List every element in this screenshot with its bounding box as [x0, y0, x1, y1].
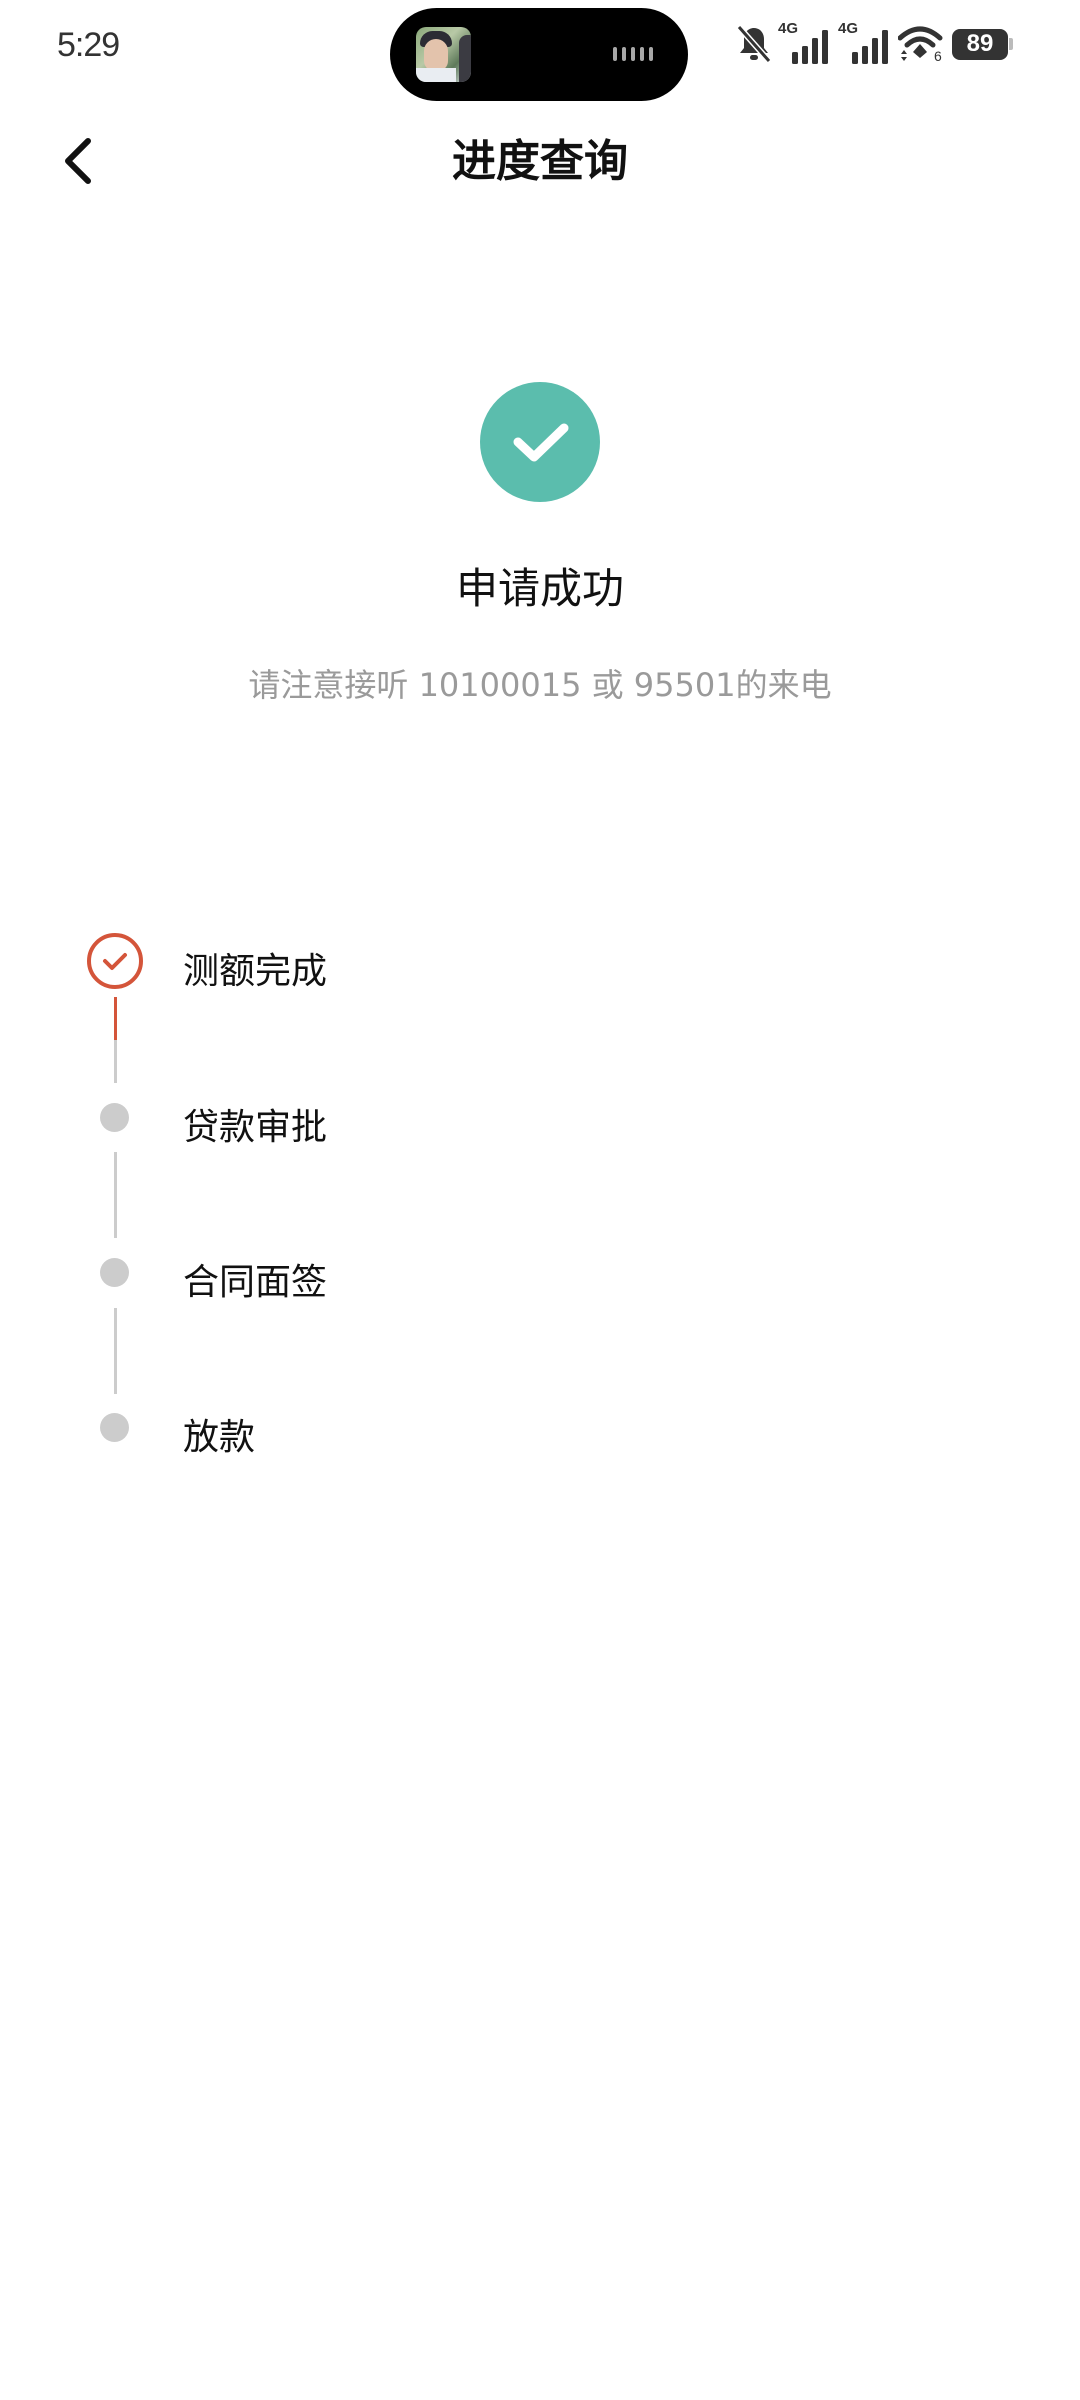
signal-4g-icon: 4G — [778, 20, 832, 66]
back-button[interactable] — [58, 136, 98, 186]
step-label: 放款 — [183, 1417, 256, 1458]
check-icon — [513, 423, 569, 462]
audio-bars-icon — [613, 47, 653, 61]
step-label: 贷款审批 — [183, 1107, 328, 1148]
step-label: 合同面签 — [183, 1262, 328, 1303]
media-thumbnail[interactable] — [416, 27, 471, 82]
bell-muted-icon — [736, 25, 772, 63]
chevron-left-icon — [65, 138, 91, 184]
dynamic-island[interactable] — [390, 8, 688, 101]
result-subtitle: 请注意接听 10100015 或 95501的来电 — [248, 666, 832, 704]
timeline-connector — [114, 1308, 117, 1394]
system-status-icons: 4G 4G 6 89 — [736, 20, 1013, 66]
wifi-icon: 6 — [897, 22, 946, 66]
status-time: 5:29 — [57, 26, 120, 64]
battery-icon: 89 — [952, 28, 1013, 60]
wifi-standard-label: 6 — [934, 48, 942, 64]
battery-level: 89 — [952, 28, 1008, 60]
check-icon — [103, 953, 127, 970]
timeline-connector — [114, 1152, 117, 1238]
timeline-connector-active — [114, 997, 117, 1040]
network-type-label: 4G — [778, 20, 799, 37]
success-icon — [480, 382, 600, 502]
timeline-connector — [114, 1040, 117, 1083]
step-pending-dot — [100, 1258, 129, 1287]
step-pending-dot — [100, 1413, 129, 1442]
step-pending-dot — [100, 1103, 129, 1132]
step-done-icon — [87, 933, 143, 989]
page-title: 进度查询 — [452, 136, 628, 187]
result-title: 申请成功 — [455, 564, 624, 613]
step-label: 测额完成 — [183, 951, 328, 992]
signal-4g-icon: 4G — [838, 20, 892, 66]
network-type-label: 4G — [838, 20, 859, 37]
